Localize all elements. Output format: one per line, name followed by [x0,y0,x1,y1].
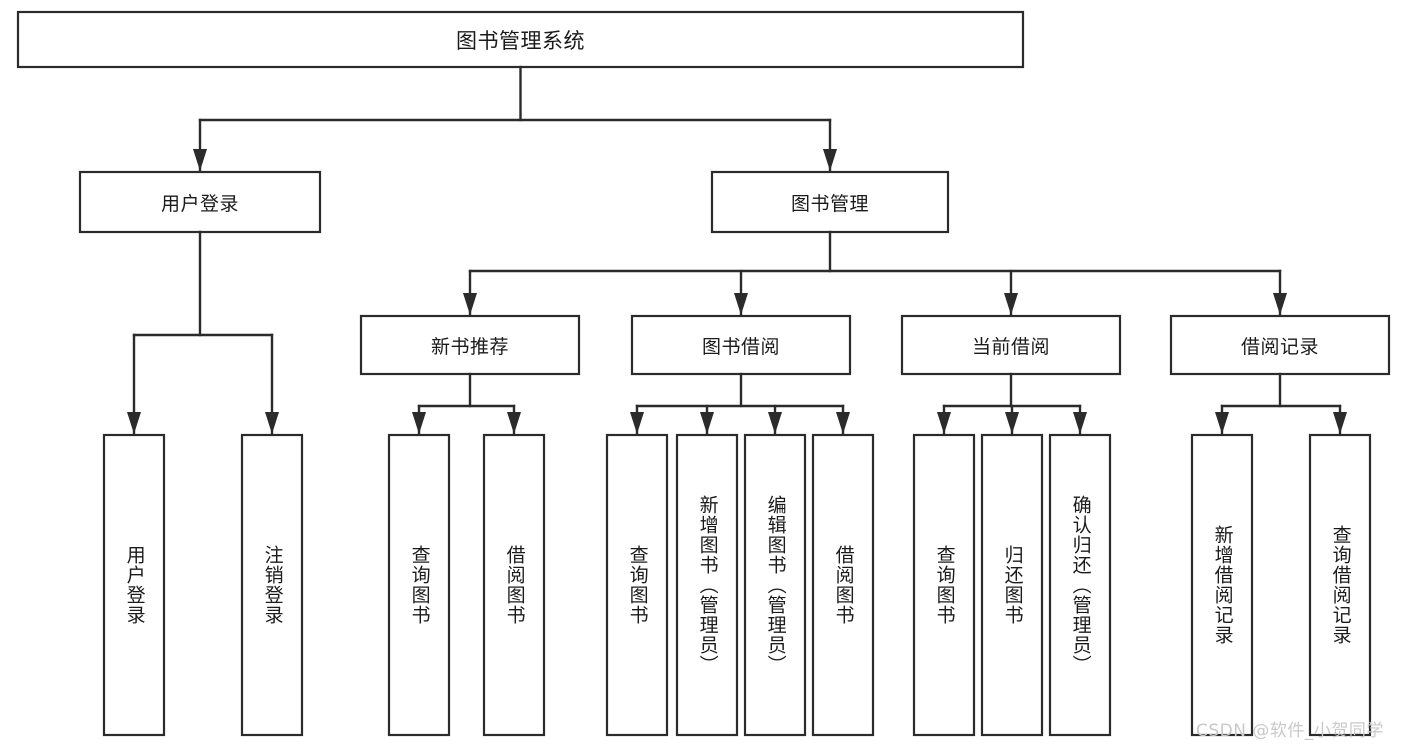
arrow-head-leaf-user-login [127,412,141,434]
node-box-leaf-add-borrow-record [1190,433,1254,737]
node-box-borrow-records [1169,314,1391,376]
node-box-book-borrow [630,314,852,376]
arrow-head-leaf-query-books-recommend [412,412,426,434]
arrow-head-leaf-borrow-books-recommend [507,412,521,434]
arrow-head-new-book-recommend [463,293,477,315]
arrow-head-leaf-borrow-books-borrow [836,412,850,434]
arrow-head-leaf-add-borrow-record [1215,412,1229,434]
node-box-leaf-borrow-books-recommend [482,433,546,737]
arrow-head-leaf-edit-book-admin [768,412,782,434]
arrow-head-leaf-return-books [1005,412,1019,434]
arrow-head-book-management [823,149,837,171]
node-box-root [16,10,1025,69]
arrow-head-leaf-query-books-borrow [630,412,644,434]
node-box-leaf-return-books [980,433,1044,737]
node-box-leaf-confirm-return-admin [1048,433,1112,737]
arrow-head-leaf-add-book-admin [700,412,714,434]
node-box-book-management [710,170,950,234]
arrow-head-borrow-records [1273,293,1287,315]
node-box-leaf-query-books-recommend [387,433,451,737]
node-box-leaf-logout-login [240,433,304,737]
arrow-head-leaf-query-borrow-record [1333,412,1347,434]
node-box-new-book-recommend [359,314,581,376]
arrow-head-leaf-query-books-current [937,412,951,434]
arrow-head-leaf-confirm-return-admin [1073,412,1087,434]
node-box-leaf-borrow-books-borrow [811,433,875,737]
node-box-leaf-user-login [102,433,166,737]
node-box-leaf-edit-book-admin [743,433,807,737]
node-box-leaf-query-books-current [912,433,976,737]
arrow-head-book-borrow [734,293,748,315]
csdn-watermark: CSDN @软件_小贺同学 [1196,721,1384,741]
node-box-leaf-add-book-admin [675,433,739,737]
node-box-user-login [78,170,322,234]
arrow-head-current-borrow [1004,293,1018,315]
connector-edges-layer [127,65,1347,436]
node-boxes-layer [16,10,1391,737]
arrow-head-user-login [193,149,207,171]
node-box-leaf-query-borrow-record [1308,433,1372,737]
node-box-current-borrow [900,314,1122,376]
arrow-head-leaf-logout-login [265,412,279,434]
node-box-leaf-query-books-borrow [605,433,669,737]
